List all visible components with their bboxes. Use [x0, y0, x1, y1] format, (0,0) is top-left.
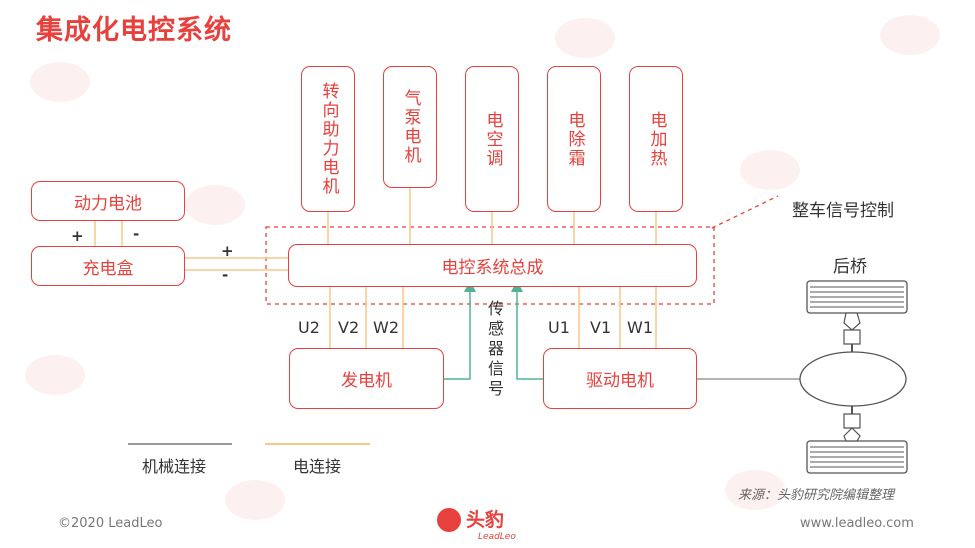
charger-minus-label: -: [222, 266, 229, 284]
phase-v2-label: V2: [338, 318, 360, 337]
battery-minus-label: -: [133, 225, 140, 243]
module-electrical-links: [327, 188, 657, 244]
battery-box: 动力电池: [31, 181, 185, 221]
phase-u1-label: U1: [548, 318, 570, 337]
motor-phase-links: [578, 287, 657, 348]
battery-charger-links: [94, 221, 123, 246]
generator-box: 发电机: [289, 348, 444, 409]
source-note: 来源：头豹研究院编辑整理: [738, 488, 895, 503]
legend-mechanical-label: 机械连接: [142, 457, 207, 476]
vehicle-signal-label: 整车信号控制: [792, 201, 894, 221]
logo-name: 头豹: [466, 509, 505, 531]
battery-plus-label: +: [71, 227, 84, 245]
module-steering-motor: 转向助力电机: [301, 66, 355, 212]
sensor-signal-label: 传感器信号: [485, 300, 504, 400]
legend-electrical-label: 电连接: [293, 457, 342, 476]
module-heater: 电加热: [629, 66, 683, 212]
footer-website: www.leadleo.com: [800, 516, 914, 531]
footer-copyright: ©2020 LeadLeo: [58, 516, 163, 531]
drive-motor-box: 驱动电机: [543, 348, 697, 409]
charger-bus-links: [184, 257, 288, 271]
module-air-conditioner: 电空调: [465, 66, 519, 212]
leadleo-logo: [437, 508, 461, 532]
logo-sub: LeadLeo: [478, 532, 516, 542]
module-air-pump-motor: 气泵电机: [383, 66, 437, 188]
phase-v1-label: V1: [590, 318, 612, 337]
phase-u2-label: U2: [298, 318, 320, 337]
module-defrost: 电除霜: [547, 66, 601, 212]
rear-axle-label: 后桥: [833, 257, 867, 277]
rear-axle-drawing: [799, 280, 908, 474]
control-region-dashed: [265, 226, 715, 305]
sensor-signal-links: [444, 280, 543, 380]
page-title: 集成化电控系统: [36, 15, 232, 46]
signal-pointer-line: [711, 195, 779, 229]
generator-phase-links: [329, 287, 404, 348]
charger-plus-label: +: [221, 242, 234, 260]
phase-w2-label: W2: [373, 318, 399, 337]
phase-w1-label: W1: [627, 318, 653, 337]
control-assembly-box: 电控系统总成: [288, 244, 697, 287]
charger-box: 充电盒: [31, 246, 185, 286]
